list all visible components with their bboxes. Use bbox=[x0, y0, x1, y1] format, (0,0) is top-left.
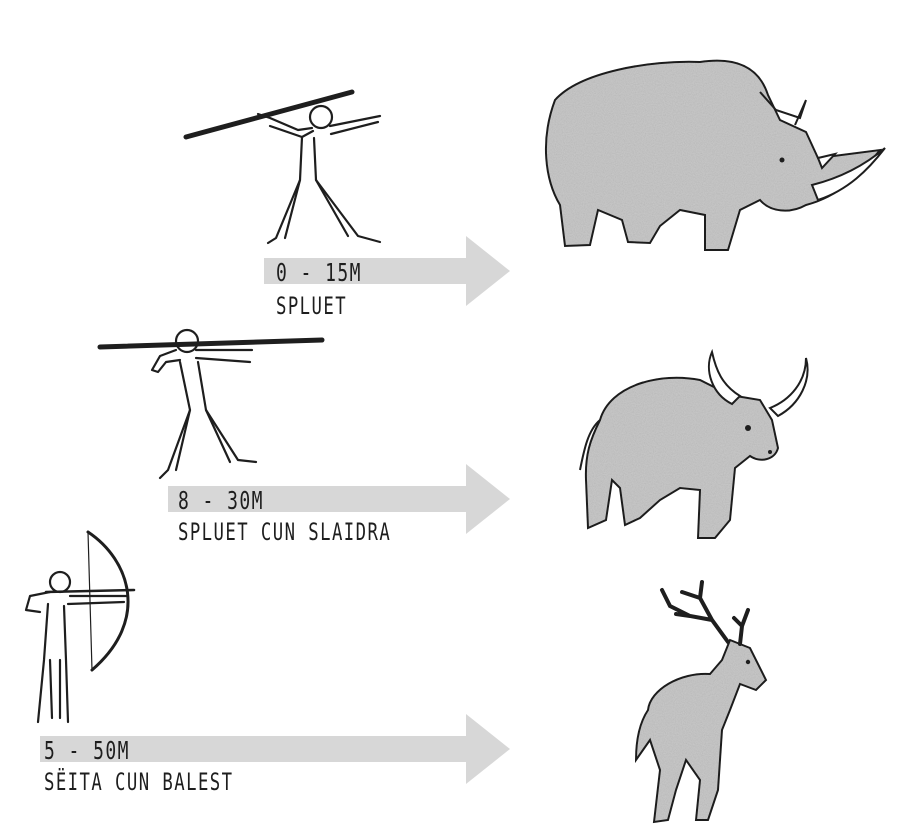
woolly-rhino-icon bbox=[546, 61, 885, 250]
range-label-3: 5 - 50M bbox=[44, 736, 130, 765]
archer-icon bbox=[26, 532, 134, 722]
aurochs-icon bbox=[580, 352, 808, 538]
spear-thrower-with-sling-icon bbox=[100, 330, 322, 478]
weapon-label-2: SPLUET CUN SLAIDRA bbox=[178, 518, 391, 546]
range-label-2: 8 - 30M bbox=[178, 486, 264, 515]
weapon-label-3: SËITA CUN BALEST bbox=[44, 768, 233, 796]
range-label-1: 0 - 15M bbox=[276, 258, 362, 287]
spear-thrower-icon bbox=[186, 92, 380, 243]
weapon-label-1: SPLUET bbox=[276, 292, 347, 320]
deer-icon bbox=[636, 582, 766, 822]
